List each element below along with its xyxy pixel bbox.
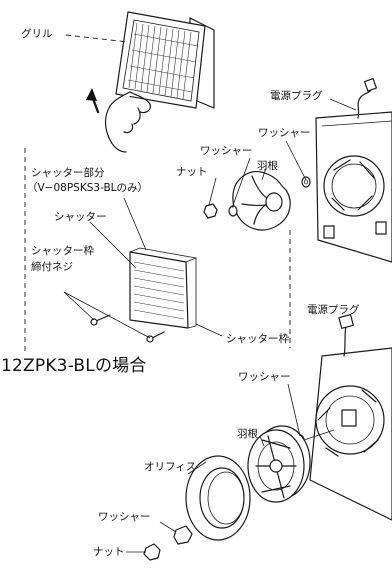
grille-illustration: [65, 11, 215, 153]
label-blade-top: 羽根: [257, 160, 278, 172]
label-shutter-part: シャッター部分: [31, 167, 105, 179]
shutter-illustration: [24, 148, 291, 352]
section-title: 12ZPK3-BLの場合: [1, 356, 147, 376]
label-orifice: オリフィス: [144, 461, 197, 473]
label-shutter: シャッター: [54, 211, 107, 223]
label-power-plug-top: 電源プラグ: [270, 90, 323, 102]
fan-unit-top: [203, 77, 392, 263]
label-washer-bottom-left: ワッシャー: [98, 511, 151, 523]
label-nut-top: ナット: [176, 166, 208, 178]
label-shutter-frame-screw-2: 締付ネジ: [31, 261, 73, 273]
label-grille: グリル: [21, 28, 53, 40]
fan-unit-bottom: [126, 314, 392, 561]
label-washer-top: ワッシャー: [258, 127, 311, 139]
label-nut-bottom: ナット: [93, 546, 125, 558]
label-washer-bottom-right: ワッシャー: [238, 371, 291, 383]
label-blade-bottom: 羽根: [237, 428, 258, 440]
label-shutter-frame: シャッター枠: [226, 333, 289, 345]
label-shutter-frame-screw-1: シャッター枠: [31, 245, 94, 257]
label-shutter-part-models: （V−08PSKS3-BLのみ）: [27, 182, 149, 194]
label-power-plug-bottom: 電源プラグ: [307, 304, 360, 316]
label-washer-top-left: ワッシャー: [200, 145, 253, 157]
